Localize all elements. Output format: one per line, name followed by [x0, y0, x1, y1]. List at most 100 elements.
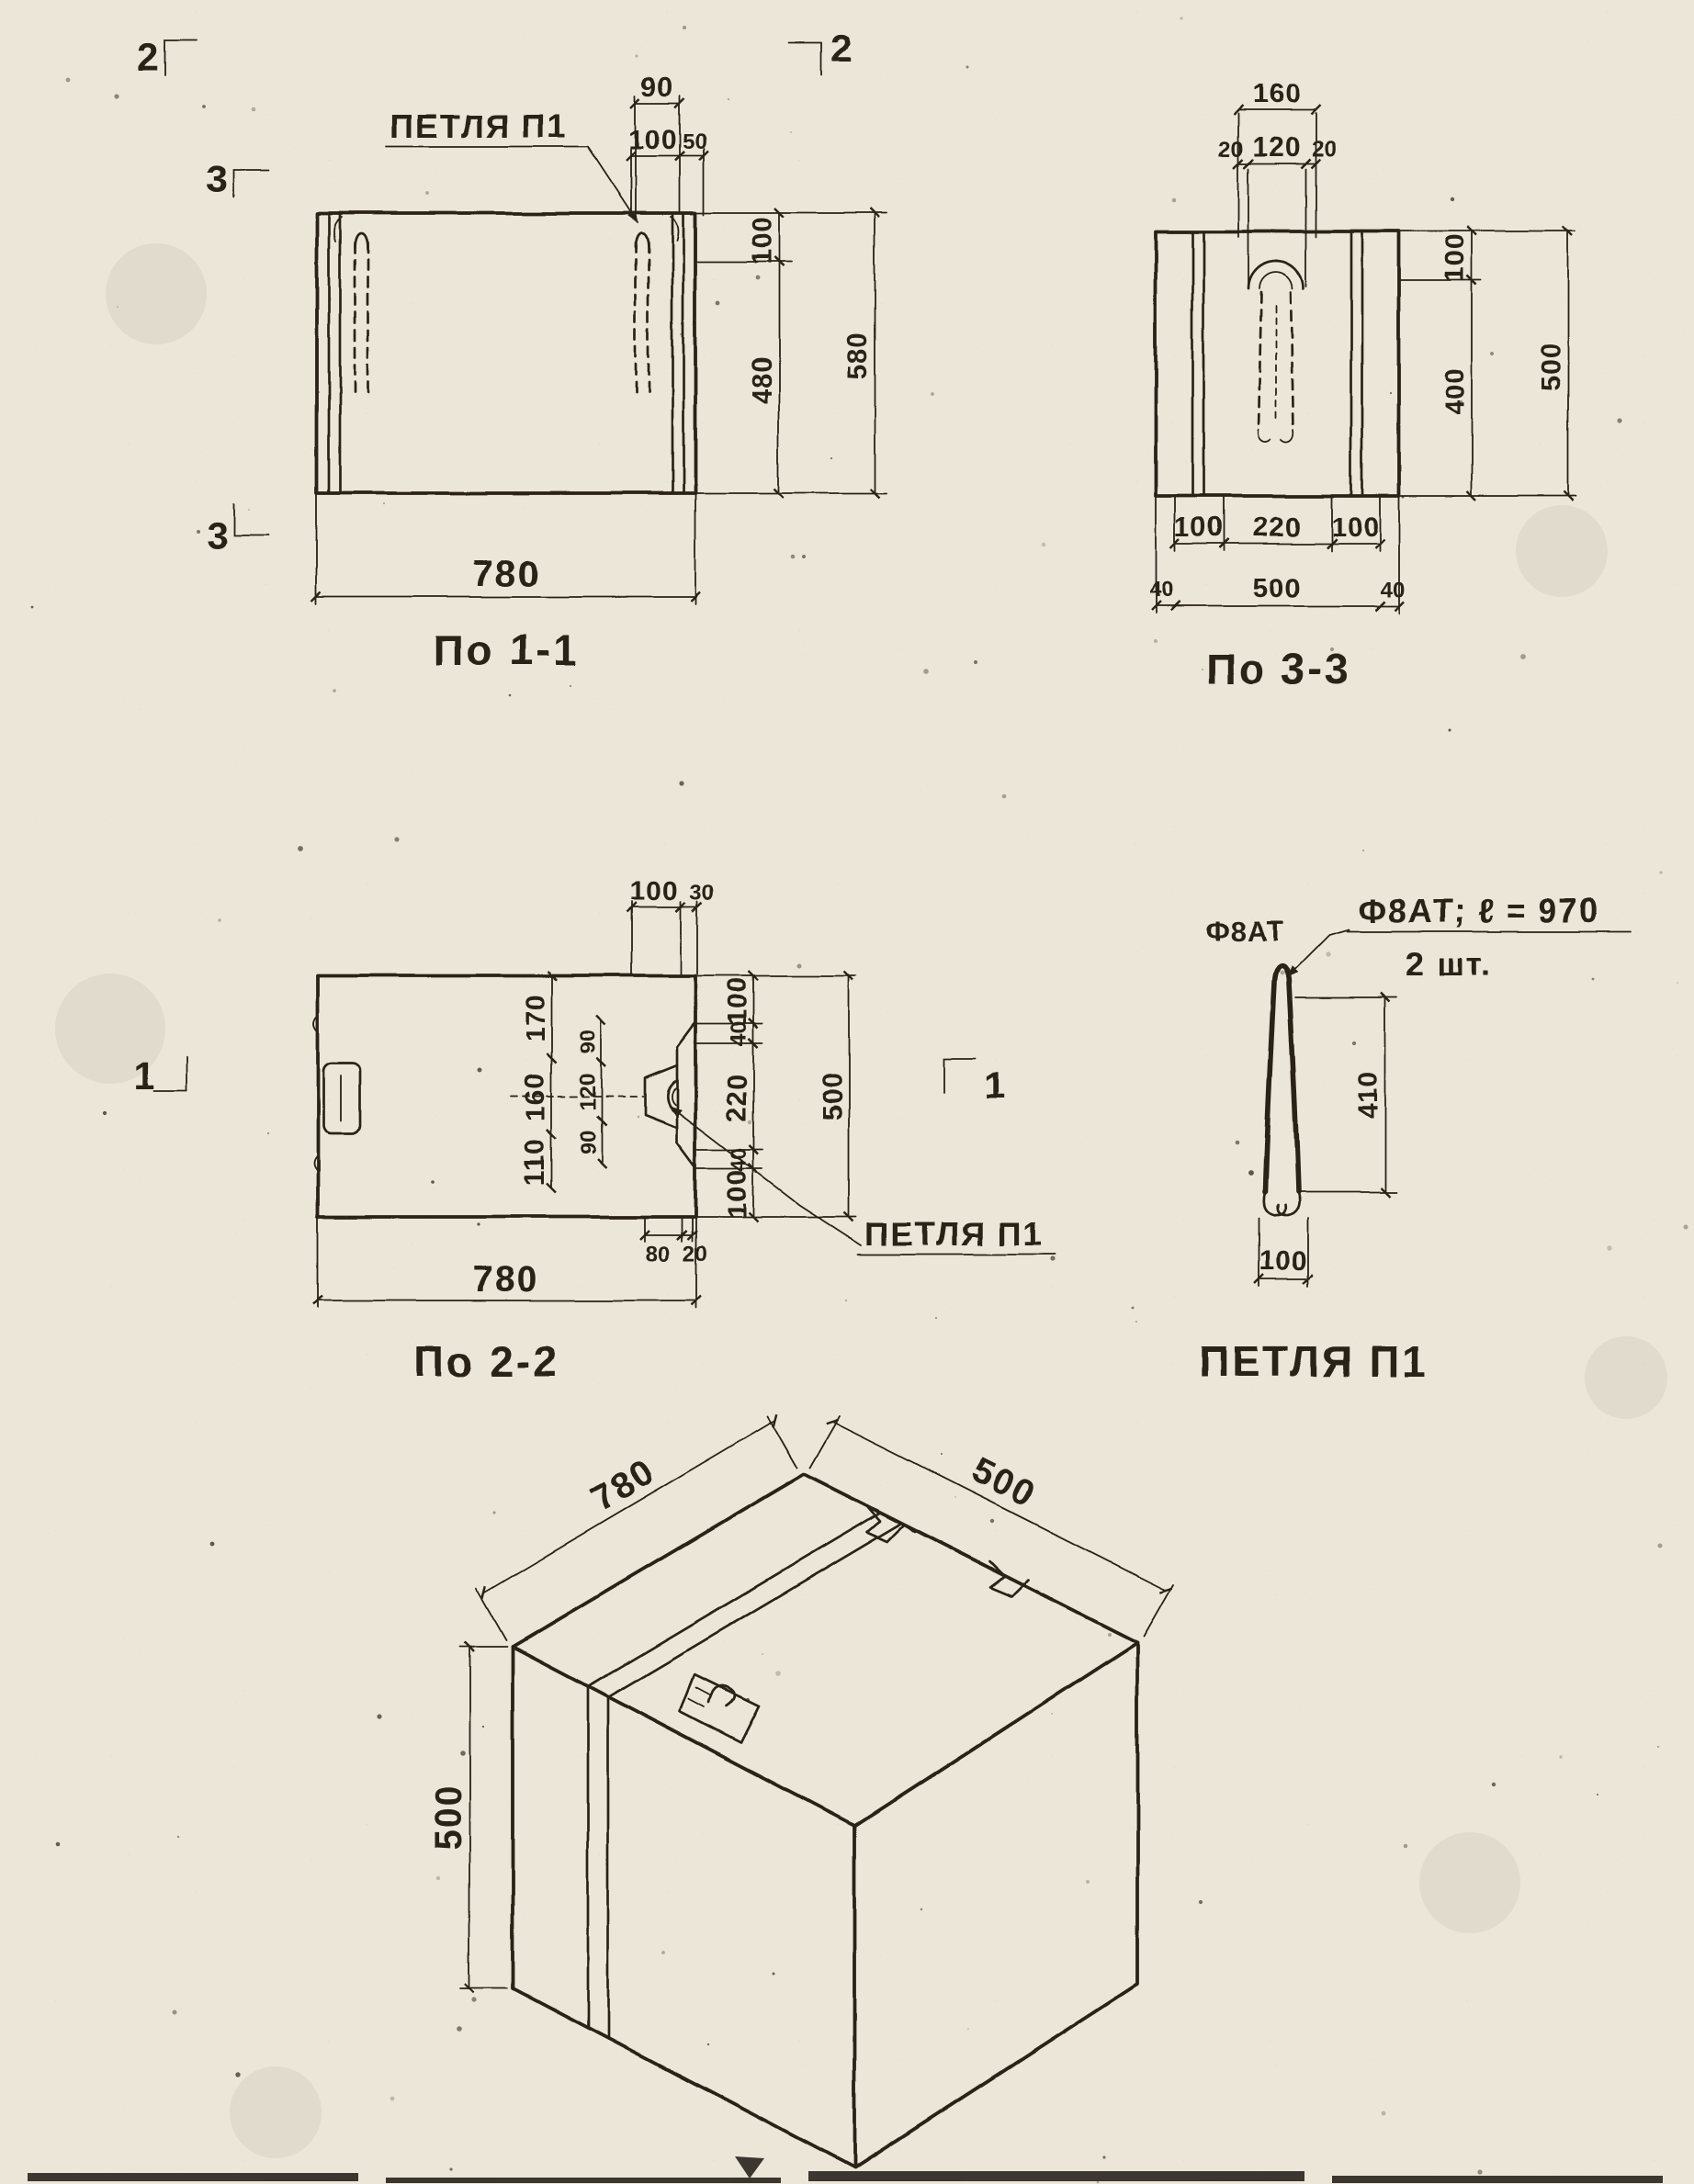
noise-speckles: [30, 17, 1688, 2184]
dim-top-100: 100: [629, 876, 678, 906]
loop-detail-title: ПЕТЛЯ П1: [1198, 1337, 1429, 1385]
view-section-2-2: 100 30 170 160 110 90 120 90 100 40 220 …: [312, 876, 1056, 1385]
loop-tops: [353, 231, 650, 250]
loop-hooks: [1257, 429, 1295, 444]
view-section-3-3: 160 20 120 20 100 400 500 100 220 100 40…: [1149, 79, 1576, 692]
dim-20-left: 20: [1219, 137, 1244, 162]
dim-bottom-100-right: 100: [1330, 512, 1379, 543]
view-title-3-3: По 3-3: [1206, 645, 1351, 692]
dim-right-480: 480: [747, 355, 777, 404]
loop-pocket: [678, 1673, 761, 1745]
dim-col-110: 110: [520, 1139, 550, 1186]
corner-curls: [333, 216, 680, 242]
dim-right-500: 500: [1536, 342, 1566, 390]
dim-col-170: 170: [520, 993, 550, 1041]
scan-artifacts: [28, 2156, 1663, 2183]
dim-pocket-20: 20: [683, 1243, 707, 1267]
dim-right-40-top: 40: [727, 1022, 751, 1047]
dim-right-100: 100: [1440, 233, 1470, 282]
dim-20-right: 20: [1313, 137, 1338, 162]
dim-bottom-40-right: 40: [1381, 578, 1406, 602]
cut-mark-2-right: 2: [830, 26, 852, 69]
pocket-recess: [643, 1064, 679, 1130]
dim-right-100-bottom: 100: [722, 1169, 752, 1218]
bar-qty-label: 2 шт.: [1406, 945, 1493, 983]
view-title-2-2: По 2-2: [414, 1337, 559, 1385]
cut-mark-2-left: 2: [138, 35, 159, 78]
pocket-hatch: [688, 1687, 711, 1708]
dim-line: [825, 1418, 1173, 1593]
view-section-1-1: ПЕТЛЯ П1 90 100 50 100 480 580 780 По 1-…: [311, 72, 887, 674]
dim-line: [481, 1413, 778, 1600]
cut-mark-1-right-bracket: [943, 1057, 977, 1094]
dim-inner-90a: 90: [576, 1030, 601, 1054]
dim-100: 100: [1259, 1245, 1307, 1276]
cut-marks: 2 2 3 3 1 1: [134, 26, 1004, 1107]
loop-plan-inner: [671, 1087, 676, 1106]
dim-bottom-220: 220: [1252, 512, 1301, 543]
groove-lines: [1191, 230, 1364, 498]
dim-col-160: 160: [520, 1073, 550, 1121]
paper-smudges: [55, 243, 1667, 2158]
cut-mark-2-right-bracket: [787, 41, 822, 76]
ink-drawing: 2 2 3 3 1 1 ПЕТЛЯ П1: [134, 26, 1631, 2169]
dim-120: 120: [1252, 132, 1301, 163]
block-outline: [316, 974, 697, 1219]
block-outline: [1154, 230, 1401, 498]
dim-right-500: 500: [818, 1072, 848, 1120]
loop-callout-leader: [670, 1106, 863, 1246]
dim-bottom-40-left: 40: [1149, 578, 1174, 602]
dim-160: 160: [1252, 79, 1301, 109]
extension-lines: [1155, 113, 1576, 614]
spec-leader: [1286, 929, 1350, 978]
dim-bottom-780: 780: [473, 1259, 540, 1300]
cut-mark-1-left-bracket: [153, 1055, 188, 1092]
dim-right-100: 100: [747, 216, 777, 265]
dim-bottom-780: 780: [473, 554, 540, 594]
loop-bar-hooks: [1262, 1190, 1301, 1217]
loop-legs-hidden: [353, 241, 650, 395]
loop-legs-hidden: [1257, 290, 1295, 432]
dim-100: 100: [628, 125, 677, 155]
dim-bottom-100-left: 100: [1174, 512, 1223, 543]
bar-mark-label: Ф8АТ: [1206, 917, 1284, 947]
cut-mark-1-left: 1: [134, 1054, 155, 1098]
extension-lines: [459, 1415, 1174, 1989]
dim-right-400: 400: [1440, 366, 1470, 415]
dim-90: 90: [641, 72, 673, 102]
dim-pocket-80: 80: [646, 1243, 671, 1267]
cut-mark-3-bottom: 3: [206, 512, 227, 556]
loop-bar: [1262, 963, 1301, 1195]
cut-mark-3-bottom-bracket: [232, 502, 269, 535]
cut-mark-1-right: 1: [983, 1064, 1004, 1107]
cut-mark-3-top-bracket: [232, 168, 269, 197]
loop-callout-leader: [385, 146, 638, 223]
bar-spec-label: Ф8АТ; ℓ = 970: [1358, 892, 1599, 929]
loop-callout-label: ПЕТЛЯ П1: [390, 107, 568, 145]
loop-arc-inner: [1259, 271, 1293, 289]
cut-mark-3-top: 3: [206, 156, 227, 199]
dim-right-220: 220: [722, 1073, 752, 1121]
dim-inner-90b: 90: [576, 1131, 601, 1155]
dim-inner-120: 120: [576, 1074, 601, 1110]
dim-bottom-500: 500: [1252, 573, 1301, 603]
bottom-blob: [735, 2156, 764, 2178]
block-edge-lines: [327, 211, 685, 495]
dim-right-580: 580: [842, 332, 873, 380]
groove-joint-lines: [586, 1511, 902, 2041]
block-outline: [315, 211, 697, 495]
loop-in-pocket: [707, 1685, 737, 1708]
cut-mark-2-left-bracket: [164, 39, 198, 76]
iso-dim-500-height: 500: [428, 1784, 469, 1852]
loop-detail: Ф8АТ Ф8АТ; ℓ = 970 2 шт. 410 100 ПЕТЛЯ П…: [1198, 892, 1631, 1385]
dim-top-30: 30: [690, 881, 715, 906]
dim-right-100-top: 100: [722, 976, 752, 1025]
left-slot: [322, 1062, 362, 1135]
view-title-1-1: По 1-1: [434, 626, 579, 674]
block-side-faces: [511, 1640, 1139, 2169]
loop-callout-label: ПЕТЛЯ П1: [865, 1215, 1044, 1253]
dim-50: 50: [683, 129, 707, 154]
edge-nicks: [312, 1015, 319, 1173]
